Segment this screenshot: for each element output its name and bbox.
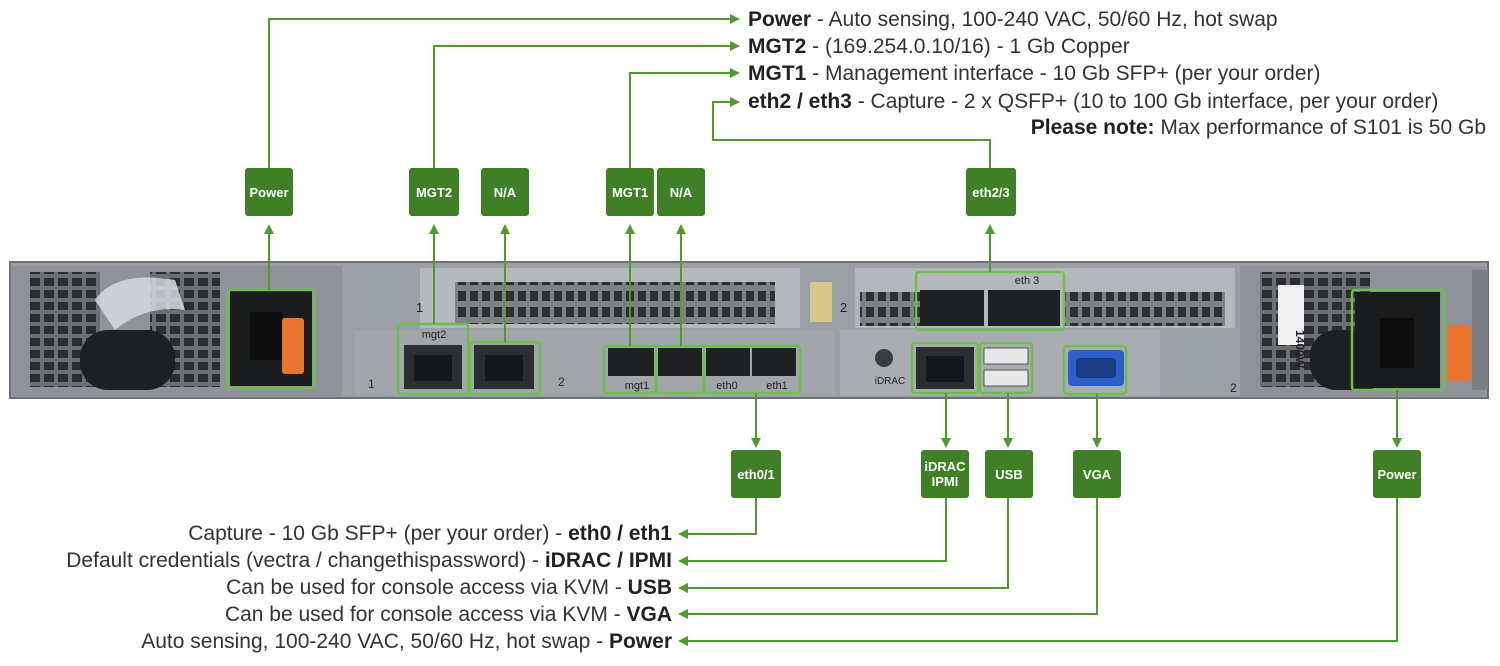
desc-eth0-eth1: Capture - 10 Gb SFP+ (per your order) - … xyxy=(188,522,672,546)
label-psu-watt: 1400W xyxy=(1293,330,1307,369)
desc-name: USB xyxy=(627,576,672,599)
desc-note: Please note: Max performance of S101 is … xyxy=(1031,116,1486,140)
label-psu1: 1 xyxy=(368,377,375,391)
tag-eth0-1: eth0/1 xyxy=(731,450,781,498)
desc-text: Auto sensing, 100-240 VAC, 50/60 Hz, hot… xyxy=(141,630,609,653)
connector-lines xyxy=(264,14,1402,646)
desc-mgt1: MGT1 - Management interface - 10 Gb SFP+… xyxy=(748,62,1321,86)
desc-text: Capture - 10 Gb SFP+ (per your order) - xyxy=(188,522,569,545)
desc-name: MGT1 xyxy=(748,62,807,85)
tag-mgt2: MGT2 xyxy=(409,168,459,216)
desc-vga: Can be used for console access via KVM -… xyxy=(225,603,672,627)
desc-name: eth0 / eth1 xyxy=(568,522,672,545)
label-mgt2: mgt2 xyxy=(422,329,446,341)
desc-name: VGA xyxy=(626,603,672,626)
note-text: Max performance of S101 is 50 Gb xyxy=(1154,116,1486,139)
desc-idrac-ipmi: Default credentials (vectra / changethis… xyxy=(66,549,672,573)
desc-text: - Management interface - 10 Gb SFP+ (per… xyxy=(806,62,1321,85)
desc-power-bottom: Auto sensing, 100-240 VAC, 50/60 Hz, hot… xyxy=(141,630,672,654)
desc-name: Power xyxy=(608,630,672,653)
desc-usb: Can be used for console access via KVM -… xyxy=(226,576,672,600)
label-eth0: eth0 xyxy=(716,380,737,392)
desc-text: Can be used for console access via KVM - xyxy=(224,603,627,626)
tag-na-2: N/A xyxy=(657,168,705,216)
desc-name: Power xyxy=(748,8,812,31)
server-chassis xyxy=(9,261,1489,399)
desc-text: - Capture - 2 x QSFP+ (10 to 100 Gb inte… xyxy=(851,90,1439,113)
tag-idrac-line2: IPMI xyxy=(931,474,959,489)
ports xyxy=(404,290,1124,389)
desc-text: Default credentials (vectra / changethis… xyxy=(66,549,545,572)
tag-na-1: N/A xyxy=(481,168,529,216)
tag-usb: USB xyxy=(985,450,1033,498)
label-mgt1: mgt1 xyxy=(625,380,649,392)
desc-name: eth2 / eth3 xyxy=(748,90,852,113)
desc-text: - (169.254.0.10/16) - 1 Gb Copper xyxy=(806,35,1130,58)
label-slot1: 1 xyxy=(416,300,423,315)
desc-text: Can be used for console access via KVM - xyxy=(226,576,628,599)
desc-eth2-eth3: eth2 / eth3 - Capture - 2 x QSFP+ (10 to… xyxy=(748,90,1438,114)
tag-vga: VGA xyxy=(1073,450,1121,498)
desc-name: MGT2 xyxy=(748,35,807,58)
tag-idrac-line1: iDRAC xyxy=(924,459,966,474)
label-slot2: 2 xyxy=(840,300,847,315)
note-label: Please note: xyxy=(1030,116,1155,139)
label-riser2: 2 xyxy=(558,375,565,389)
desc-name: iDRAC / IPMI xyxy=(544,549,672,572)
label-eth1: eth1 xyxy=(766,380,787,392)
tag-mgt1: MGT1 xyxy=(606,168,654,216)
label-psu2: 2 xyxy=(1230,381,1237,395)
label-eth3: eth 3 xyxy=(1015,275,1039,287)
tag-idrac-ipmi: iDRAC IPMI xyxy=(921,450,969,498)
label-idrac: iDRAC xyxy=(875,376,906,387)
chassis-labels: mgt2 mgt1 eth0 eth1 eth 3 iDRAC 1 2 1 2 … xyxy=(368,275,1307,395)
desc-mgt2: MGT2 - (169.254.0.10/16) - 1 Gb Copper xyxy=(748,35,1130,59)
tag-power-right: Power xyxy=(1373,450,1421,498)
tag-power-left: Power xyxy=(245,168,293,216)
tag-eth2-3: eth2/3 xyxy=(966,168,1016,216)
desc-power-top: Power - Auto sensing, 100-240 VAC, 50/60… xyxy=(748,8,1278,32)
desc-text: - Auto sensing, 100-240 VAC, 50/60 Hz, h… xyxy=(811,8,1278,31)
